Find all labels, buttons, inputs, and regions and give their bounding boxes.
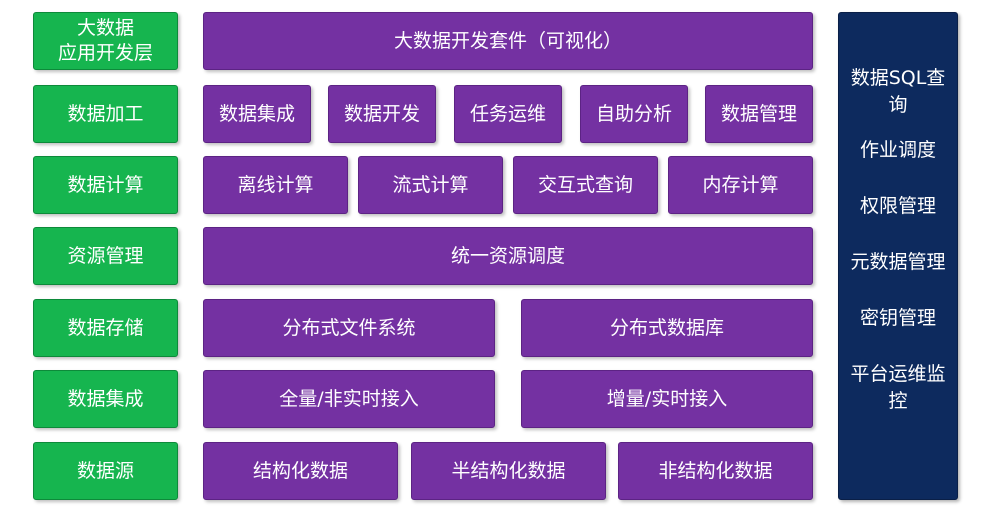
layer-label-storage: 数据存储 [33, 299, 178, 357]
layer-label-processing: 数据加工 [33, 85, 178, 143]
side-item-metadata: 元数据管理 [850, 251, 946, 273]
component-data-integration: 数据集成 [203, 85, 311, 143]
layer-label-ingestion: 数据集成 [33, 370, 178, 428]
side-item-platform-ops: 平台运维监控 [850, 363, 946, 412]
component-task-ops: 任务运维 [454, 85, 562, 143]
component-distributed-fs: 分布式文件系统 [203, 299, 495, 357]
component-distributed-db: 分布式数据库 [521, 299, 813, 357]
component-incremental-ingestion: 增量/实时接入 [521, 370, 813, 428]
component-offline-compute: 离线计算 [203, 156, 348, 214]
side-panel: 数据SQL查询 作业调度 权限管理 元数据管理 密钥管理 平台运维监控 [838, 12, 958, 500]
component-resource-scheduling: 统一资源调度 [203, 227, 813, 285]
layer-label-resource: 资源管理 [33, 227, 178, 285]
component-unstructured-data: 非结构化数据 [618, 442, 813, 500]
component-interactive-query: 交互式查询 [513, 156, 658, 214]
side-item-job-scheduling: 作业调度 [859, 139, 936, 161]
component-self-analysis: 自助分析 [580, 85, 688, 143]
component-stream-compute: 流式计算 [358, 156, 503, 214]
component-structured-data: 结构化数据 [203, 442, 398, 500]
component-semistructured-data: 半结构化数据 [411, 442, 606, 500]
side-item-sql-query: 数据SQL查询 [850, 67, 946, 116]
side-item-permission: 权限管理 [859, 195, 936, 217]
component-dev-suite: 大数据开发套件（可视化） [203, 12, 813, 70]
component-memory-compute: 内存计算 [668, 156, 813, 214]
component-data-development: 数据开发 [328, 85, 436, 143]
component-data-management: 数据管理 [705, 85, 813, 143]
side-item-key-management: 密钥管理 [859, 307, 936, 329]
component-full-ingestion: 全量/非实时接入 [203, 370, 495, 428]
layer-label-compute: 数据计算 [33, 156, 178, 214]
layer-label-source: 数据源 [33, 442, 178, 500]
layer-label-app-dev: 大数据 应用开发层 [33, 12, 178, 70]
